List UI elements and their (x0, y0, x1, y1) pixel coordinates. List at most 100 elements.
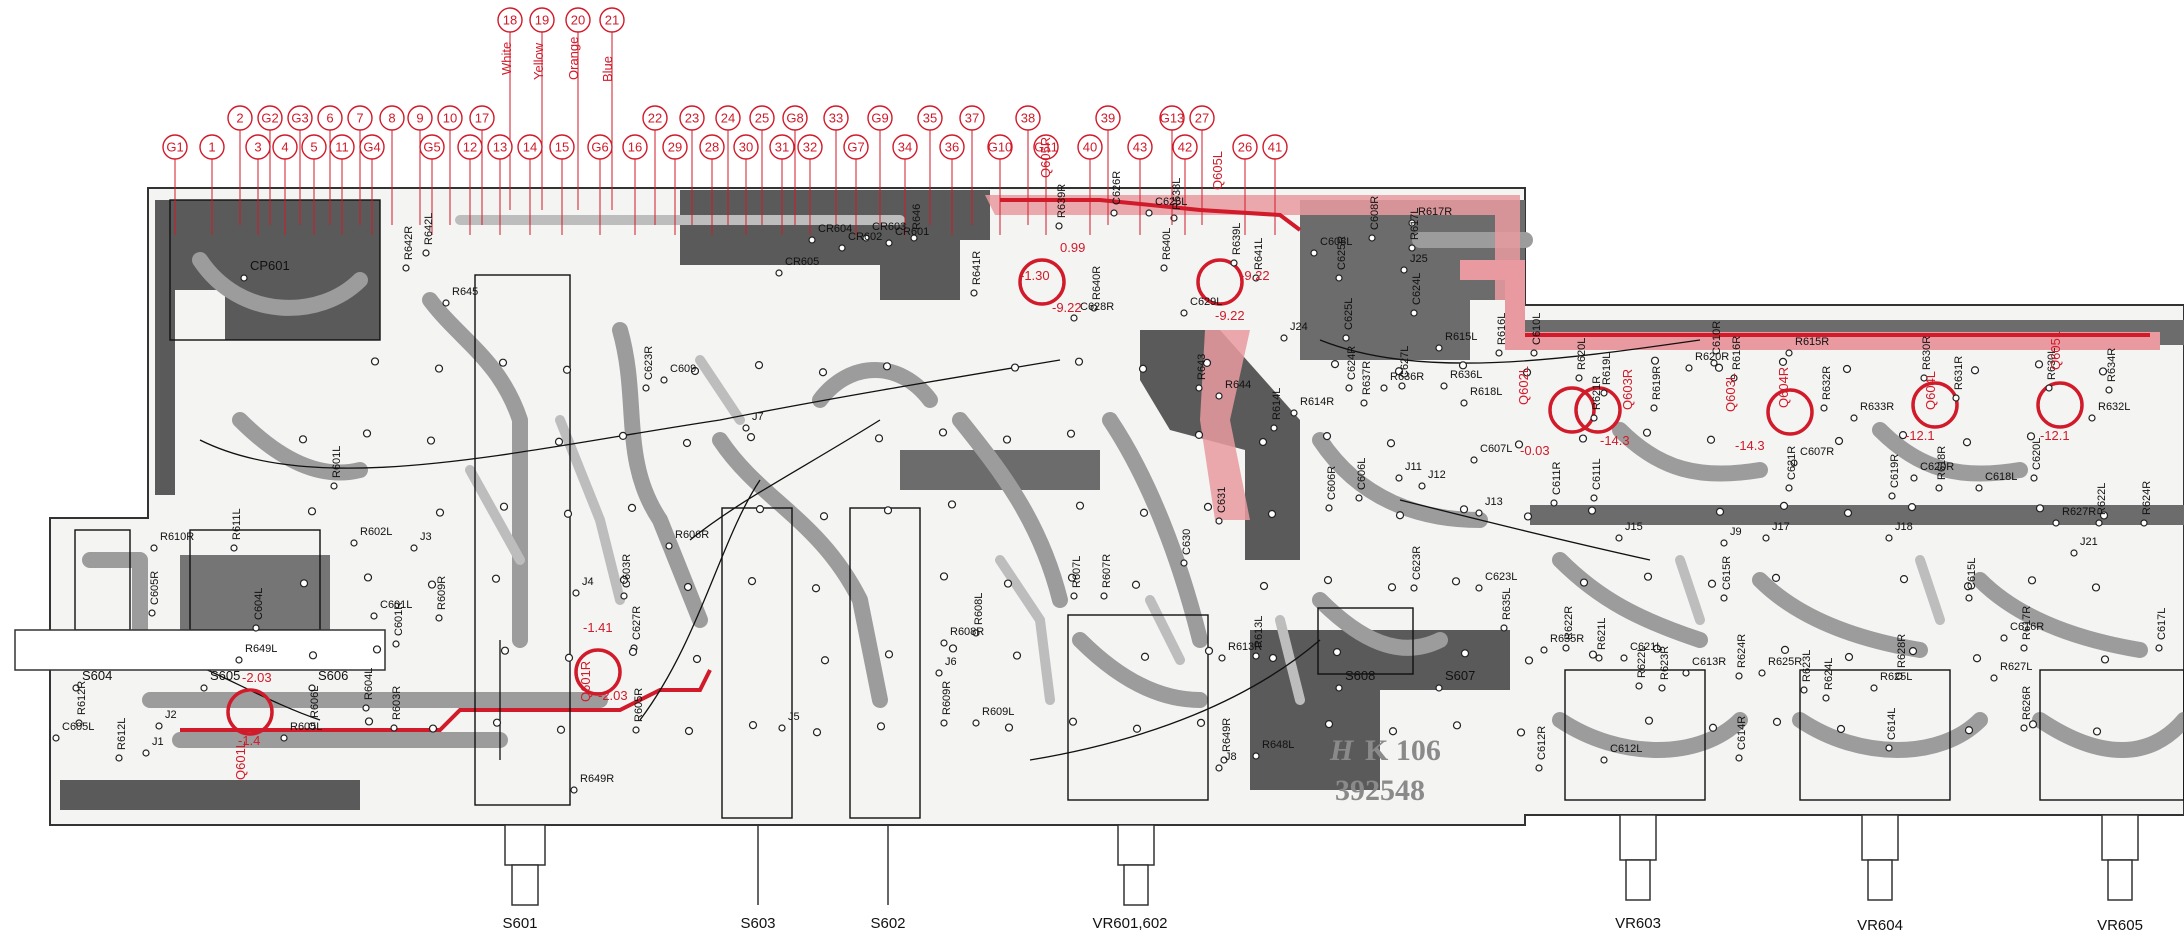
component-label: R625R (1768, 656, 1802, 668)
pad (1707, 579, 1717, 588)
terminal-18: 18 (497, 7, 523, 33)
pad (1620, 654, 1628, 662)
pad (2034, 360, 2044, 369)
pad (683, 582, 693, 592)
pad (1435, 684, 1443, 692)
component-label: J4 (582, 576, 594, 588)
pad (742, 424, 750, 432)
pad (1252, 274, 1260, 282)
component-label: C623R (1411, 546, 1423, 580)
pad (1579, 578, 1589, 587)
pad (690, 366, 700, 376)
pad (1215, 517, 1223, 525)
pad (883, 506, 893, 515)
pad (910, 234, 918, 242)
pad (370, 612, 378, 620)
pad (1196, 718, 1206, 727)
voltage-label: -0.03 (1520, 443, 1550, 458)
copper-traces (82, 232, 2184, 758)
pad (155, 722, 163, 730)
pad (935, 669, 943, 677)
pad (554, 437, 564, 446)
component-label: S608 (1345, 668, 1375, 683)
pad (1194, 430, 1204, 439)
component-label: C631 (1216, 487, 1228, 513)
transistor-label: Q605L (1210, 151, 1225, 190)
pad (2155, 644, 2163, 652)
component-label: R645 (452, 286, 478, 298)
component-label: R615L (1445, 331, 1477, 343)
component-label: C621L (1630, 641, 1662, 653)
component-label: R611L (231, 508, 243, 540)
component-label: R649R (580, 773, 614, 785)
terminal-G9: G9 (867, 105, 893, 131)
pad (1600, 389, 1608, 397)
pad (1964, 726, 1974, 735)
pad (940, 719, 948, 727)
component-label: R608L (973, 593, 985, 625)
component-label: R632L (2098, 401, 2130, 413)
pad (1435, 344, 1443, 352)
component-label: CR604 (818, 223, 852, 235)
component-label: C624R (1346, 346, 1358, 380)
pad (747, 577, 757, 586)
pad (1685, 364, 1693, 372)
pad (1068, 717, 1078, 726)
component-label: J15 (1625, 521, 1643, 533)
pad (1643, 572, 1653, 581)
pad (819, 512, 829, 521)
pad (1658, 684, 1666, 692)
control-label-vr604: VR604 (1857, 917, 1903, 934)
pad (2140, 519, 2148, 527)
terminal-22: 22 (642, 105, 668, 131)
component-label: C620R (1920, 461, 1954, 473)
pad (939, 572, 949, 581)
pad (1145, 209, 1153, 217)
pad (948, 644, 958, 653)
component-label: C620L (2031, 438, 2043, 470)
pad (572, 589, 580, 597)
component-label: R640R (1091, 266, 1103, 300)
component-label: R605L (290, 721, 322, 733)
component-label: R606R (675, 529, 709, 541)
terminal-label: 35 (923, 111, 937, 126)
pad (1720, 594, 1728, 602)
terminal-G7: G7 (843, 134, 869, 160)
component-label: J17 (1772, 521, 1790, 533)
wire-color-blue: Blue (600, 56, 615, 82)
terminal-label: 26 (1238, 140, 1252, 155)
component-label: C626R (1111, 171, 1123, 205)
pad (1195, 384, 1203, 392)
pad (1735, 754, 1743, 762)
pad (682, 438, 692, 448)
terminal-20: 20 (565, 7, 591, 33)
pad (1785, 349, 1793, 357)
pad (1100, 592, 1108, 600)
component-label: C617L (2156, 608, 2168, 640)
component-label: C624L (1411, 273, 1423, 305)
pad (200, 684, 208, 692)
pad (1325, 504, 1333, 512)
pad (1003, 579, 1013, 588)
pad (1252, 752, 1260, 760)
pad (1074, 357, 1084, 366)
voltage-label: -1.41 (583, 620, 613, 635)
pad (1470, 456, 1478, 464)
pad (1408, 219, 1416, 227)
component-label: J18 (1895, 521, 1913, 533)
component-label: J25 (1410, 253, 1428, 265)
pad (562, 365, 572, 374)
terminal-label: 25 (755, 111, 769, 126)
component-label: C611R (1551, 462, 1563, 495)
pad (1899, 575, 1909, 584)
component-label: C607L (1480, 443, 1512, 455)
pad (1910, 474, 1918, 482)
terminal-label: G1 (166, 140, 183, 155)
pad (632, 726, 640, 734)
pad (1790, 459, 1798, 467)
stamp-line2: 392548 (1335, 774, 1425, 807)
pad (1635, 682, 1643, 690)
terminal-label: 39 (1101, 111, 1115, 126)
control-label-vr603: VR603 (1615, 915, 1661, 932)
pad (1650, 356, 1660, 365)
